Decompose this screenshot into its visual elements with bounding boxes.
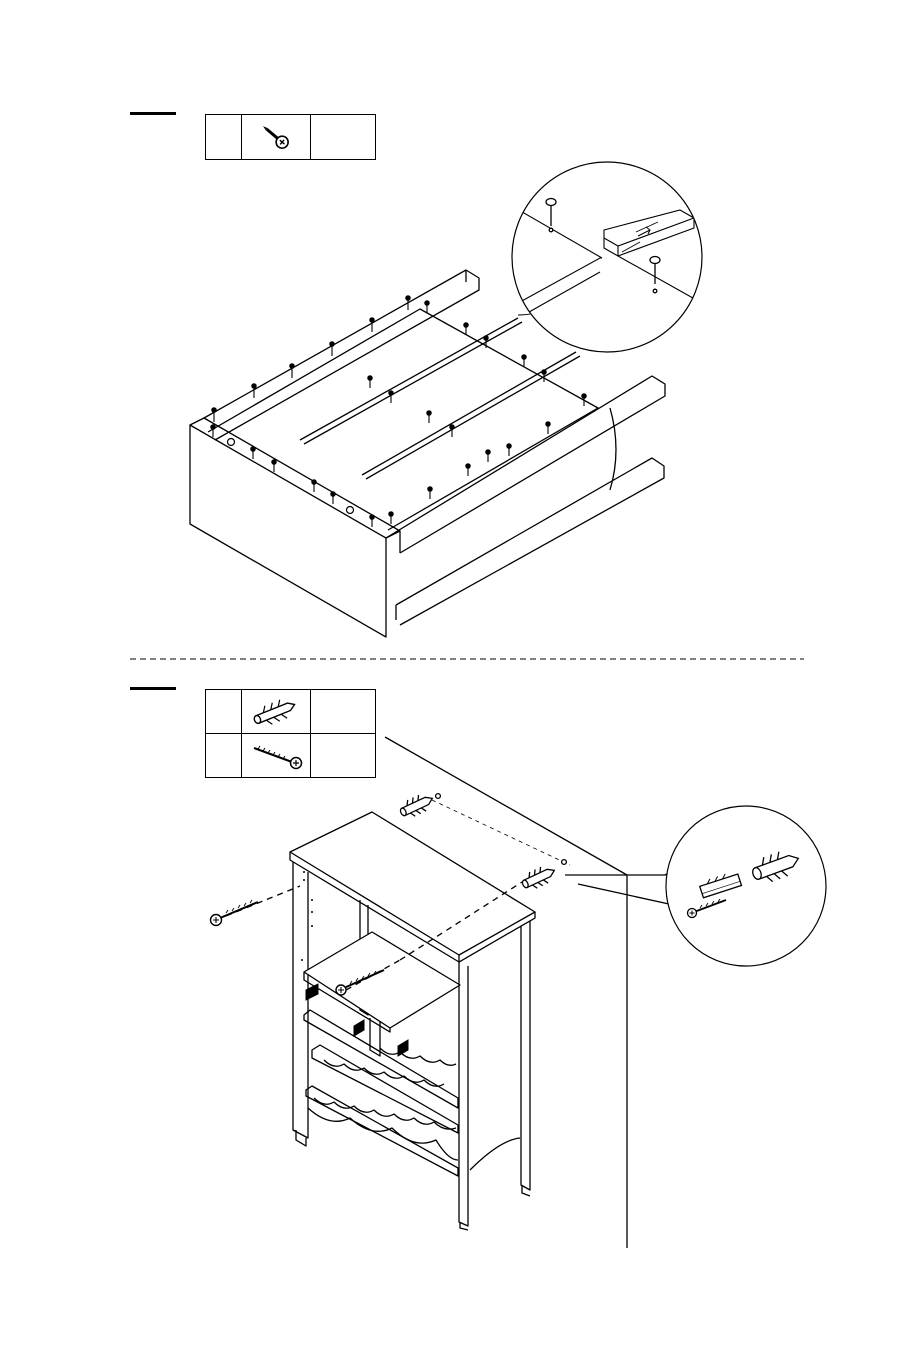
anchor-screw-detail-icon [0, 0, 914, 1362]
